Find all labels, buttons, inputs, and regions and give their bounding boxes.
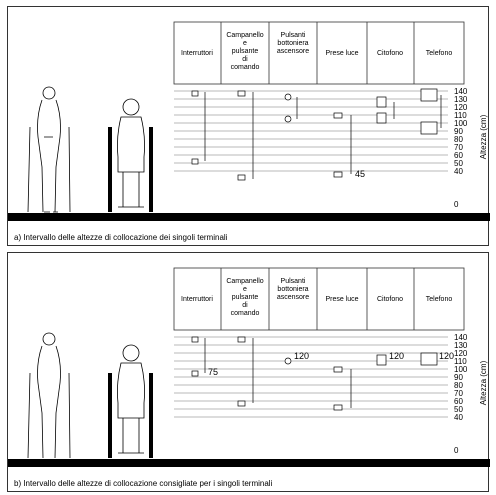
axis-ticks-a: 140 130 120 110 100 90 80 70 60 50 40 0 [454,87,468,209]
range-markers-a [191,88,442,181]
col-interruttori-a: Interruttori [181,50,213,57]
col-citofono-b: Citofono [377,296,403,303]
annotation-120-citofono-b: 120 [389,351,404,361]
tick-130-a: 130 [454,95,468,104]
figure-wheelchair-b [108,344,153,458]
tick-130-b: 130 [454,341,468,350]
axis-ticks-b: 140 130 120 110 100 90 80 70 60 50 40 0 [454,333,468,455]
axis-title-a: Altezza (cm) [479,114,488,159]
axis-title-b: Altezza (cm) [479,360,488,405]
tick-0-a: 0 [454,200,459,209]
col-telefono-a: Telefono [426,50,453,57]
tick-50-a: 50 [454,159,463,168]
tick-100-a: 100 [454,119,468,128]
tick-60-a: 60 [454,151,463,160]
tick-90-a: 90 [454,127,463,136]
col-interruttori-b: Interruttori [181,296,213,303]
figure-wheelchair-a [108,98,153,212]
range-markers-b [191,336,438,411]
caption-a: a) Intervallo delle altezze di collocazi… [14,233,228,242]
tick-120-a: 120 [454,103,468,112]
caption-b: b) Intervallo delle altezze di collocazi… [14,479,273,488]
tick-80-b: 80 [454,381,463,390]
floor-a [8,213,490,221]
tick-40-b: 40 [454,413,463,422]
height-grid-a [174,90,448,172]
tick-100-b: 100 [454,365,468,374]
tick-110-b: 110 [454,357,467,366]
tick-70-b: 70 [454,389,463,398]
annotation-120-telefono-b: 120 [439,351,454,361]
tick-120-b: 120 [454,349,468,358]
tick-140-a: 140 [454,87,468,96]
tick-140-b: 140 [454,333,468,342]
annotation-75-b: 75 [208,367,218,377]
col-prese-b: Prese luce [325,296,358,303]
tick-90-b: 90 [454,373,463,382]
col-telefono-b: Telefono [426,296,453,303]
figure-crutches-a [27,86,71,213]
figure-crutches-b [27,332,71,459]
tick-80-a: 80 [454,135,463,144]
tick-110-a: 110 [454,111,467,120]
col-prese-a: Prese luce [325,50,358,57]
col-citofono-a: Citofono [377,50,403,57]
annotation-45-a: 45 [355,169,365,179]
tick-50-b: 50 [454,405,463,414]
annotation-120-pulsanti-b: 120 [294,351,309,361]
tick-60-b: 60 [454,397,463,406]
height-grid-b [174,336,448,418]
tick-70-a: 70 [454,143,463,152]
floor-b [8,459,490,467]
tick-0-b: 0 [454,446,459,455]
tick-40-a: 40 [454,167,463,176]
